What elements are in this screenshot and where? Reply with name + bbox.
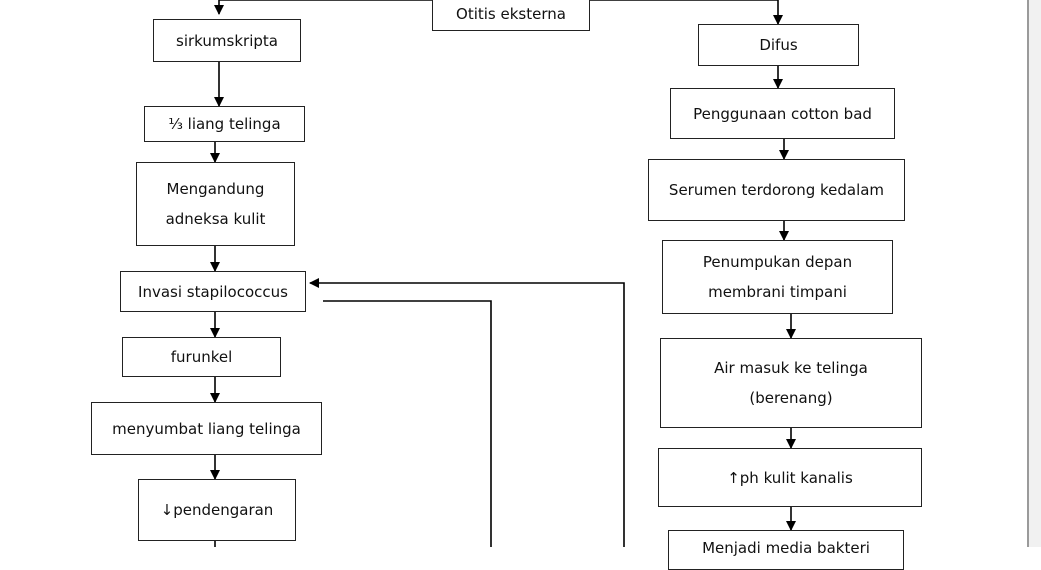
- node-serumen-terdorong-kedalam: Serumen terdorong kedalam: [648, 159, 905, 221]
- node-invasi-stapilococcus: Invasi stapilococcus: [120, 271, 306, 312]
- window-frame-edge: [1027, 0, 1041, 547]
- flowchart-connectors: [210, 0, 796, 547]
- node-third-liang-telinga: ⅓ liang telinga: [144, 106, 305, 142]
- node-bottom-cut: Menjadi media bakteri: [668, 530, 904, 570]
- node-menyumbat-liang-telinga: menyumbat liang telinga: [91, 402, 322, 455]
- node-furunkel: furunkel: [122, 337, 281, 377]
- edge-feedback-outer: [309, 278, 625, 547]
- edge-feedback-inner: [323, 300, 492, 547]
- edge-otitis-to-left: [214, 0, 432, 15]
- node-ph-kulit-kanalis: ↑ph kulit kanalis: [658, 448, 922, 507]
- node-pendengaran: ↓pendengaran: [138, 479, 296, 541]
- node-penumpukan-depan-membrani-timpani: Penumpukan depan membrani timpani: [662, 240, 893, 314]
- node-difus: Difus: [698, 24, 859, 66]
- edge-otitis-to-right: [590, 0, 783, 25]
- node-mengandung-adneksa-kulit: Mengandung adneksa kulit: [136, 162, 295, 246]
- node-air-masuk-ke-telinga: Air masuk ke telinga (berenang): [660, 338, 922, 428]
- node-otitis-eksterna: Otitis eksterna: [432, 0, 590, 31]
- node-sirkumskripta: sirkumskripta: [153, 19, 301, 62]
- node-penggunaan-cotton-bad: Penggunaan cotton bad: [670, 88, 895, 139]
